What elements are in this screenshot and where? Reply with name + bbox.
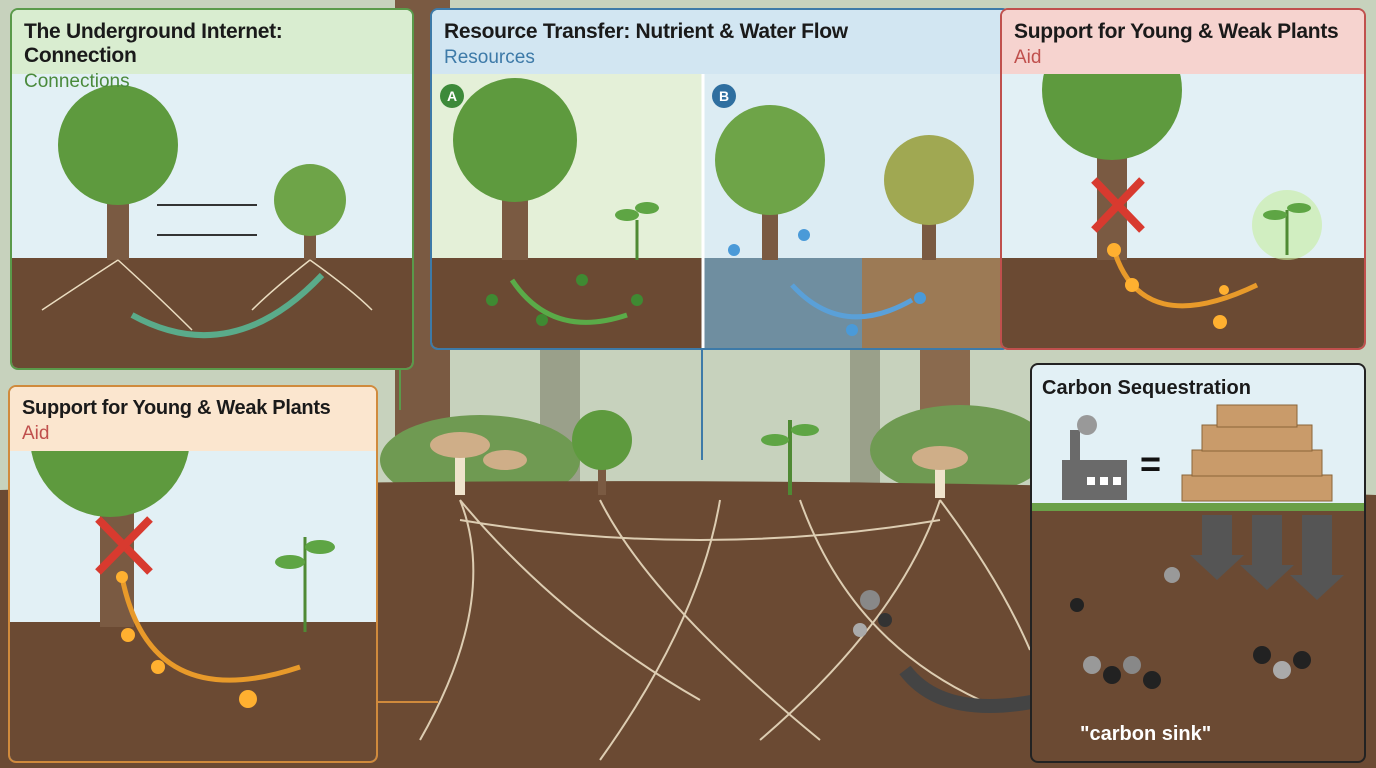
factory-icon — [1062, 415, 1127, 500]
carbon-illustration — [1032, 365, 1364, 689]
panel-subtitle: Aid — [22, 423, 50, 444]
panel-title: Support for Young & Weak Plants — [22, 397, 331, 419]
water-arrow — [790, 283, 914, 320]
panel-subtitle: Connections — [24, 71, 130, 92]
carbon-panel: Carbon Sequestration = "carbon sink" — [1030, 363, 1366, 763]
small-tree — [572, 410, 632, 495]
aid-arrow — [1111, 249, 1259, 309]
aid-arrow — [119, 576, 301, 683]
panel-subtitle: Resources — [444, 47, 535, 68]
panel-title: The Underground Internet: Connection — [24, 20, 283, 67]
resources-panel: Resource Transfer: Nutrient & Water Flow… — [430, 8, 1010, 350]
connection-illustration — [12, 85, 412, 368]
seedling — [761, 420, 819, 495]
nutrient-arrow — [509, 278, 628, 325]
panel-title: Carbon Sequestration — [1042, 377, 1251, 399]
aid-left-panel: Support for Young & Weak Plants Aid — [8, 385, 378, 763]
connection-panel: The Underground Internet: Connection Con… — [10, 8, 414, 370]
x-mark-icon — [95, 516, 153, 575]
aid-illustration — [10, 387, 376, 761]
badge-a: A — [440, 84, 464, 108]
mushroom-cluster-left — [430, 432, 527, 495]
down-arrows — [1190, 515, 1344, 600]
mycelium-network — [419, 499, 1031, 761]
panel-subtitle: Aid — [1014, 47, 1042, 68]
carbon-particles — [853, 590, 892, 637]
panel-title: Support for Young & Weak Plants — [1014, 20, 1339, 43]
connection-arrow — [130, 272, 325, 339]
x-mark-icon — [1091, 177, 1145, 233]
carbon-sink-caption: "carbon sink" — [1080, 723, 1212, 745]
badge-b: B — [712, 84, 736, 108]
panel-title: Resource Transfer: Nutrient & Water Flow — [444, 20, 848, 43]
aid-top-panel: Support for Young & Weak Plants Aid — [1000, 8, 1366, 350]
boxes-stack — [1181, 404, 1333, 502]
mushroom-cluster-right — [912, 446, 968, 498]
equals-sign: = — [1140, 443, 1162, 484]
